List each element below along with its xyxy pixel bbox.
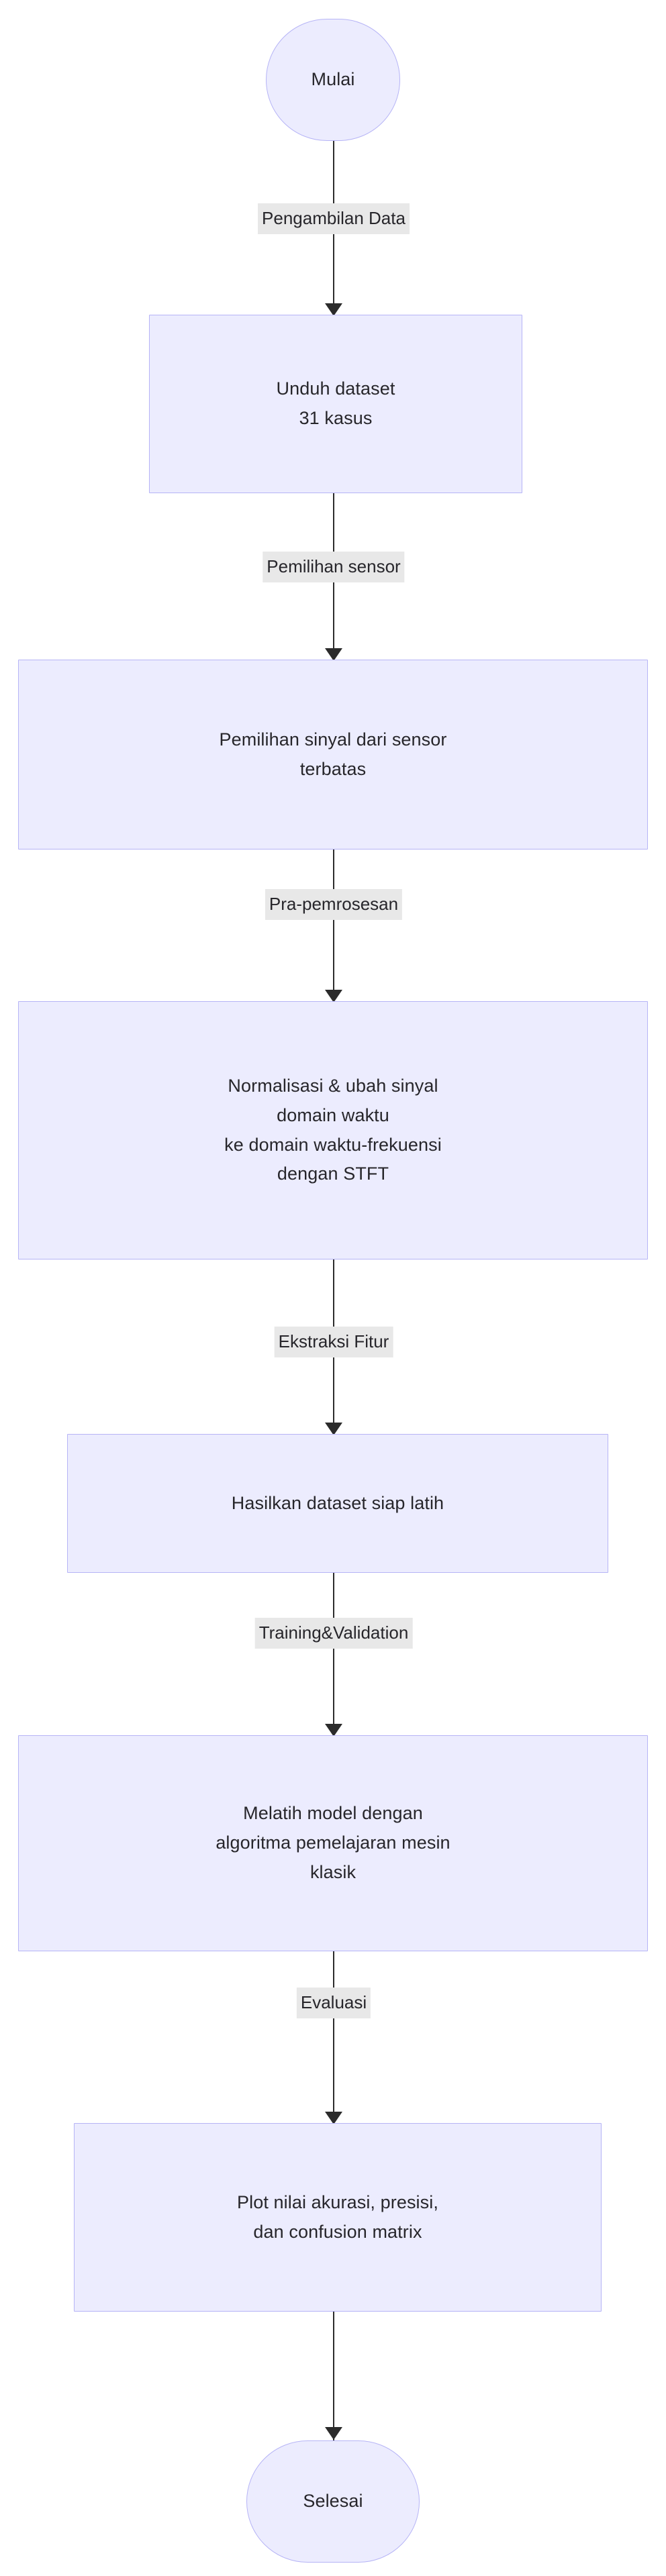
node-end-selesai[interactable]: Selesai: [246, 2440, 420, 2563]
node-pemilihan-sinyal-line-0: Pemilihan sinyal dari sensor: [219, 729, 447, 750]
node-start-mulai-line-0: Mulai: [311, 69, 355, 90]
node-melatih-model[interactable]: Melatih model dengan algoritma pemelajar…: [18, 1735, 648, 1951]
edge-pemilihan-to-normalisasi-line: [333, 849, 334, 994]
node-unduh-dataset[interactable]: Unduh dataset 31 kasus: [149, 315, 522, 493]
node-end-selesai-line-0: Selesai: [303, 2491, 363, 2512]
node-normalisasi-stft-line-0: Normalisasi & ubah sinyal: [228, 1076, 438, 1096]
edge-pemilihan-to-normalisasi-arrowhead: [325, 990, 342, 1002]
edge-hasilkan-to-melatih-line: [333, 1573, 334, 1729]
node-plot-evaluasi-line-0: Plot nilai akurasi, presisi,: [237, 2192, 438, 2212]
edge-normalisasi-to-hasilkan-arrowhead: [325, 1423, 342, 1435]
node-unduh-dataset-line-0: Unduh dataset: [276, 378, 395, 399]
node-plot-evaluasi[interactable]: Plot nilai akurasi, presisi, dan confusi…: [74, 2123, 602, 2312]
edge-melatih-to-plot-arrowhead: [325, 2112, 342, 2124]
node-normalisasi-stft-line-2: ke domain waktu-frekuensi: [224, 1134, 442, 1155]
edge-plot-to-end-line: [333, 2312, 334, 2446]
edge-label-ekstraksi-fitur: Ekstraksi Fitur: [274, 1327, 393, 1357]
edge-start-to-unduh-arrowhead: [325, 303, 342, 316]
edge-plot-to-end-arrowhead: [325, 2427, 342, 2440]
node-normalisasi-stft[interactable]: Normalisasi & ubah sinyal domain waktu k…: [18, 1001, 648, 1259]
node-pemilihan-sinyal[interactable]: Pemilihan sinyal dari sensor terbatas: [18, 660, 648, 849]
node-hasilkan-dataset-line-0: Hasilkan dataset siap latih: [231, 1492, 444, 1513]
node-plot-evaluasi-line-1: dan confusion matrix: [253, 2221, 422, 2242]
edge-label-training-validation: Training&Validation: [254, 1618, 413, 1649]
node-pemilihan-sinyal-line-1: terbatas: [299, 758, 367, 779]
node-unduh-dataset-line-1: 31 kasus: [299, 408, 373, 428]
node-melatih-model-line-2: klasik: [310, 1861, 356, 1882]
edge-label-pengambilan-data: Pengambilan Data: [258, 203, 410, 234]
node-start-mulai[interactable]: Mulai: [266, 19, 400, 141]
edge-hasilkan-to-melatih-arrowhead: [325, 1724, 342, 1737]
edge-label-pra-pemrosesan: Pra-pemrosesan: [265, 889, 403, 920]
node-hasilkan-dataset[interactable]: Hasilkan dataset siap latih: [67, 1434, 608, 1573]
node-melatih-model-line-1: algoritma pemelajaran mesin: [216, 1833, 450, 1853]
edge-unduh-to-pemilihan-arrowhead: [325, 648, 342, 661]
edge-label-evaluasi: Evaluasi: [296, 1988, 371, 2018]
node-normalisasi-stft-line-1: domain waktu: [277, 1104, 389, 1125]
edge-label-pemilihan-sensor: Pemilihan sensor: [263, 552, 405, 582]
node-normalisasi-stft-line-3: dengan STFT: [277, 1164, 389, 1184]
edge-melatih-to-plot-line: [333, 1951, 334, 2116]
node-melatih-model-line-0: Melatih model dengan: [243, 1803, 423, 1824]
